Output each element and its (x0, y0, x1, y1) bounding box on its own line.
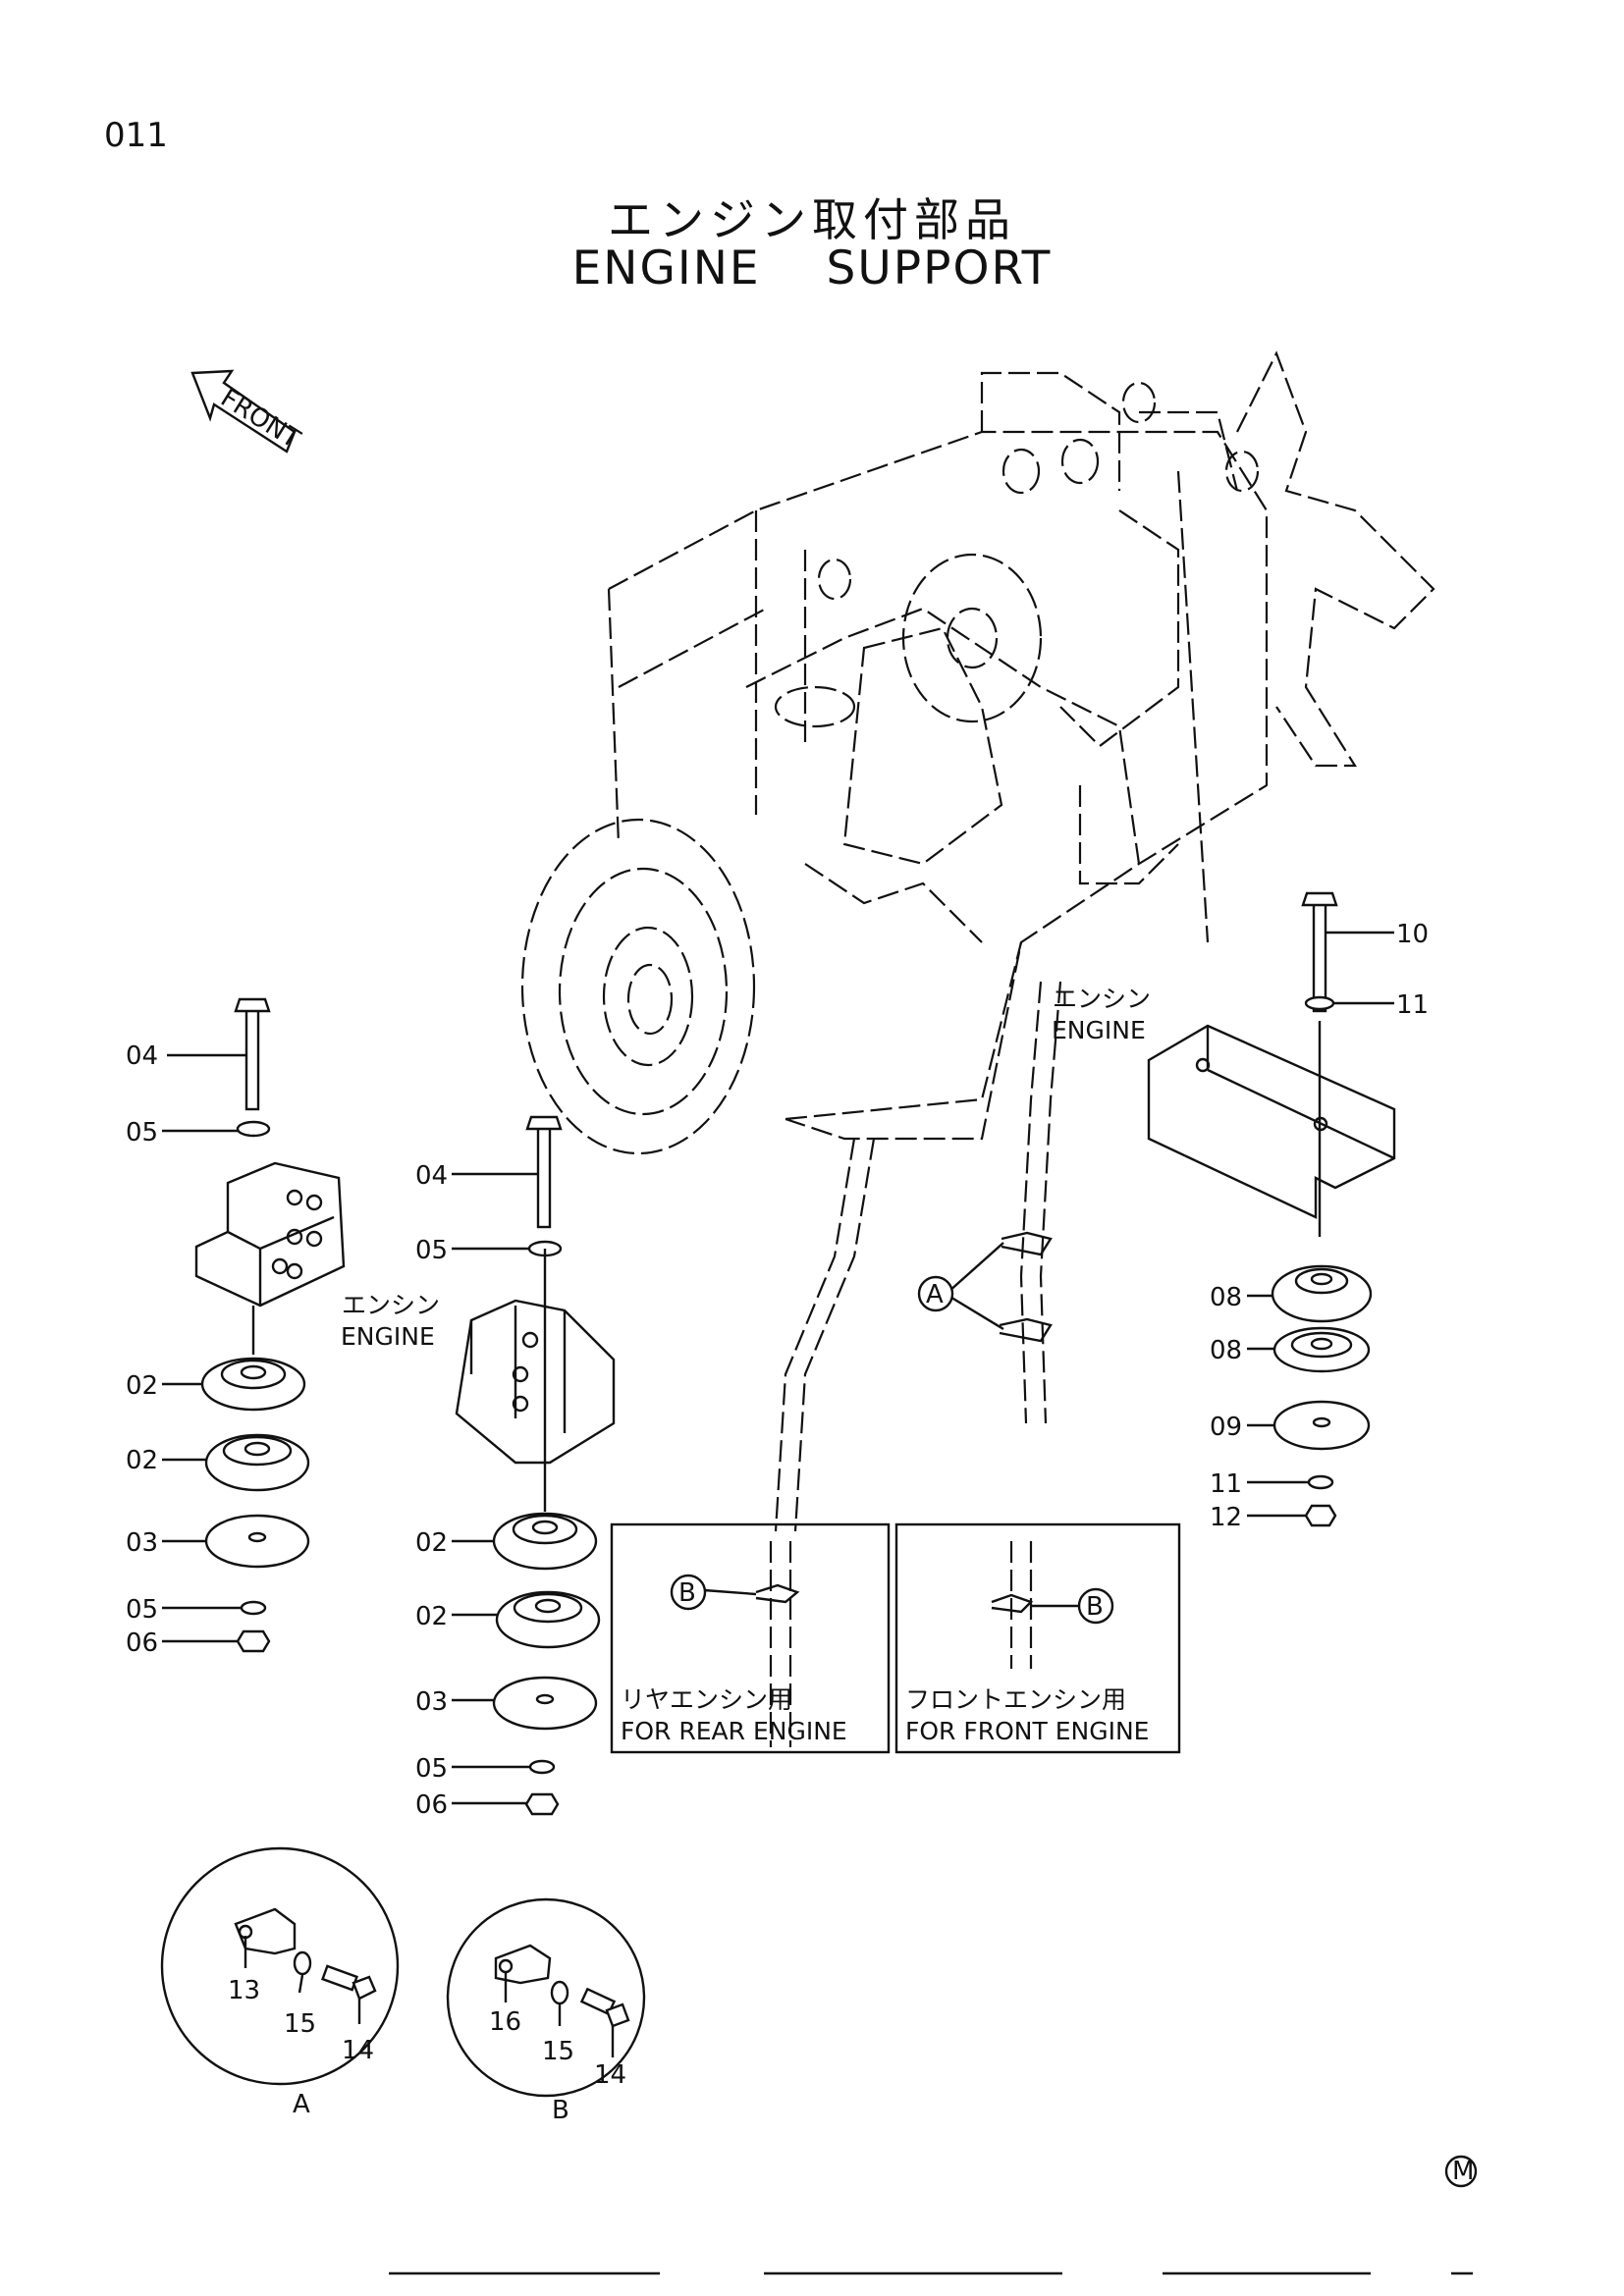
callout-10: 10 (1396, 920, 1429, 949)
detail-a-washer: 15 (284, 2009, 316, 2039)
right-mount-assembly (1147, 891, 1396, 1527)
callout-06: 06 (126, 1629, 158, 1658)
mark-m-letter: M (1452, 2157, 1474, 2186)
left-mount-assembly (194, 997, 346, 1653)
engine-illustration (520, 350, 1435, 1155)
callout-02: 02 (126, 1371, 158, 1401)
engine-label-en-left: ENGINE (341, 1322, 435, 1351)
callout-11: 11 (1210, 1469, 1242, 1499)
title-english: ENGINE SUPPORT (571, 241, 1053, 295)
rear-engine-label-en: FOR REAR ENGINE (621, 1717, 847, 1745)
callout-05: 05 (126, 1595, 158, 1625)
detail-a-clamp: 13 (228, 1976, 260, 2005)
engine-label-en-right: ENGINE (1052, 1016, 1146, 1044)
engine-label-jp-left: エンシン (342, 1291, 440, 1319)
detail-b-washer: 15 (542, 2037, 574, 2066)
callout-09: 09 (1210, 1413, 1242, 1442)
callout-08: 08 (1210, 1283, 1242, 1312)
callout-b-front: B (1086, 1592, 1104, 1622)
detail-b-label: B (552, 2096, 569, 2125)
part-number-labels: 04 05 02 02 03 05 06 04 05 02 02 03 05 0… (126, 920, 1429, 1820)
title-japanese: エンジン取付部品 (608, 193, 1016, 246)
callout-03: 03 (126, 1528, 158, 1558)
callout-02: 02 (415, 1602, 448, 1631)
callout-05: 05 (415, 1236, 448, 1265)
front-engine-box: B フロントエンシン用 FOR FRONT ENGINE (894, 1522, 1181, 1754)
callout-04: 04 (126, 1041, 158, 1071)
callout-12: 12 (1210, 1503, 1242, 1532)
leader-lines (162, 931, 1394, 1805)
rear-engine-label-jp: リヤエンシン用 (621, 1685, 792, 1714)
detail-b: 16 15 14 B (446, 1897, 646, 2125)
middle-mount-assembly (455, 1115, 616, 1816)
callout-03: 03 (415, 1687, 448, 1717)
callout-08: 08 (1210, 1336, 1242, 1365)
clamp-callout-a: A (917, 1231, 1053, 1343)
detail-a-bolt: 14 (342, 2036, 374, 2065)
mark-m: M (1444, 2155, 1478, 2188)
callout-11: 11 (1396, 990, 1429, 1020)
detail-b-clamp: 16 (489, 2007, 521, 2037)
callout-02: 02 (415, 1528, 448, 1558)
front-engine-label-jp: フロントエンシン用 (905, 1685, 1126, 1714)
engine-labels: エンシン ENGINE エンシン ENGINE (341, 985, 1151, 1351)
callout-06: 06 (415, 1790, 448, 1820)
callout-b-rear: B (678, 1578, 696, 1608)
detail-b-bolt: 14 (594, 2060, 626, 2090)
page-number: 011 (104, 116, 168, 155)
harness-lines (769, 981, 1062, 1747)
callout-04: 04 (415, 1161, 448, 1191)
callout-a-letter: A (926, 1280, 944, 1309)
detail-a-label: A (293, 2090, 310, 2119)
callout-05: 05 (415, 1754, 448, 1784)
front-arrow: FRONT (190, 369, 305, 454)
rear-engine-box: B リヤエンシン用 FOR REAR ENGINE (610, 1522, 891, 1754)
callout-02: 02 (126, 1446, 158, 1475)
detail-a: 13 15 14 A (160, 1846, 400, 2119)
engine-label-jp-right: エンシン (1053, 985, 1151, 1013)
front-engine-label-en: FOR FRONT ENGINE (905, 1717, 1149, 1745)
front-arrow-label: FRONT (215, 383, 304, 454)
callout-05: 05 (126, 1118, 158, 1148)
